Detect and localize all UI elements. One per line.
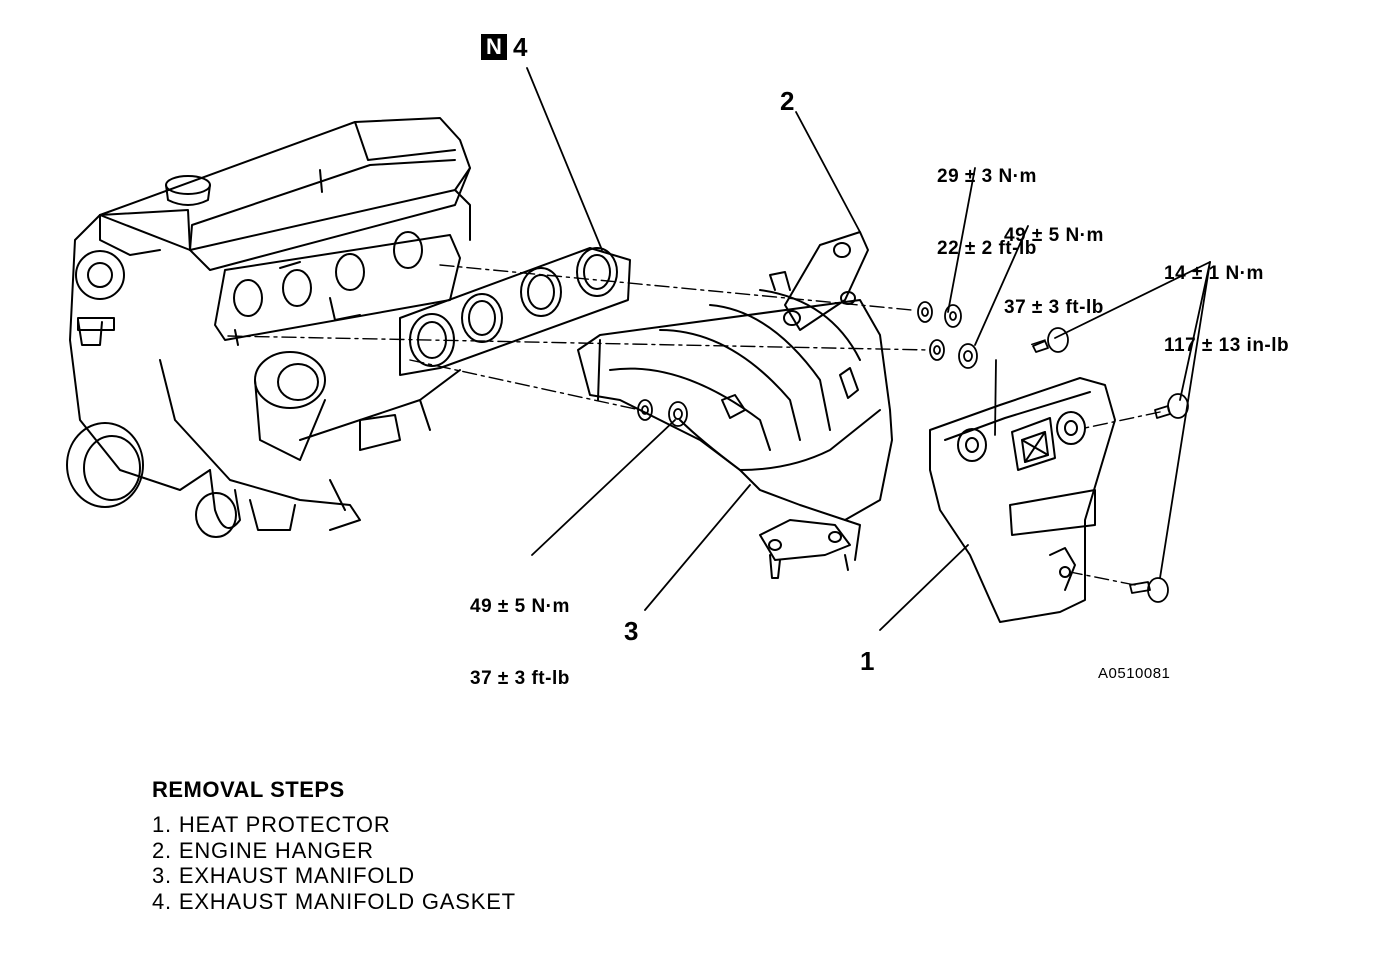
callout-1: 1: [860, 646, 875, 676]
callout-3: 3: [624, 616, 639, 646]
leader-lines: [526, 67, 1211, 631]
engine-hanger: [783, 231, 869, 331]
torque-imperial: 117 ± 13 in-lb: [1164, 335, 1290, 356]
figure-code: A0510081: [1098, 665, 1171, 682]
torque-metric: 14 ± 1 N·m: [1164, 263, 1264, 284]
list-item: 4. EXHAUST MANIFOLD GASKET: [152, 888, 516, 914]
list-item: 1. HEAT PROTECTOR: [152, 812, 391, 837]
callout-2: 2: [780, 86, 795, 116]
removal-steps: REMOVAL STEPS 1. HEAT PROTECTOR 2. ENGIN…: [152, 776, 516, 914]
torque-imperial: 22 ± 2 ft-lb: [937, 238, 1037, 259]
torque-spec-heat-protector-bolt: 14 ± 1 N·m 117 ± 13 in-lb: [1164, 214, 1289, 382]
torque-spec-manifold-nut: 49 ± 5 N·m 37 ± 3 ft-lb: [1004, 176, 1104, 344]
exhaust-manifold: [577, 271, 893, 579]
manifold-nuts: [637, 301, 978, 427]
heat-protector: [929, 377, 1116, 623]
torque-imperial: 37 ± 3 ft-lb: [1004, 297, 1104, 318]
exhaust-manifold-gasket: [399, 247, 631, 376]
torque-metric: 49 ± 5 N·m: [470, 596, 570, 617]
callout-4-label: 4: [513, 32, 528, 62]
torque-imperial: 37 ± 3 ft-lb: [470, 668, 570, 689]
assembly-lines: [227, 264, 1161, 586]
heat-protector-bolts: [1032, 327, 1189, 603]
torque-spec-hanger-nut: 29 ± 3 N·m 22 ± 2 ft-lb: [937, 117, 1037, 285]
removal-steps-title: REMOVAL STEPS: [152, 777, 345, 802]
list-item: 2. ENGINE HANGER: [152, 837, 374, 863]
torque-metric: 29 ± 3 N·m: [937, 166, 1037, 187]
torque-spec-lower-manifold-nut: 49 ± 5 N·m 37 ± 3 ft-lb: [470, 547, 570, 715]
head-exhaust-ports: [214, 231, 461, 346]
engine-illustration: [66, 117, 471, 538]
n-badge: N: [481, 34, 507, 60]
list-item: 3. EXHAUST MANIFOLD: [152, 863, 415, 888]
removal-steps-list: 1. HEAT PROTECTOR 2. ENGINE HANGER 3. EX…: [152, 812, 516, 914]
torque-metric: 49 ± 5 N·m: [1004, 225, 1104, 246]
